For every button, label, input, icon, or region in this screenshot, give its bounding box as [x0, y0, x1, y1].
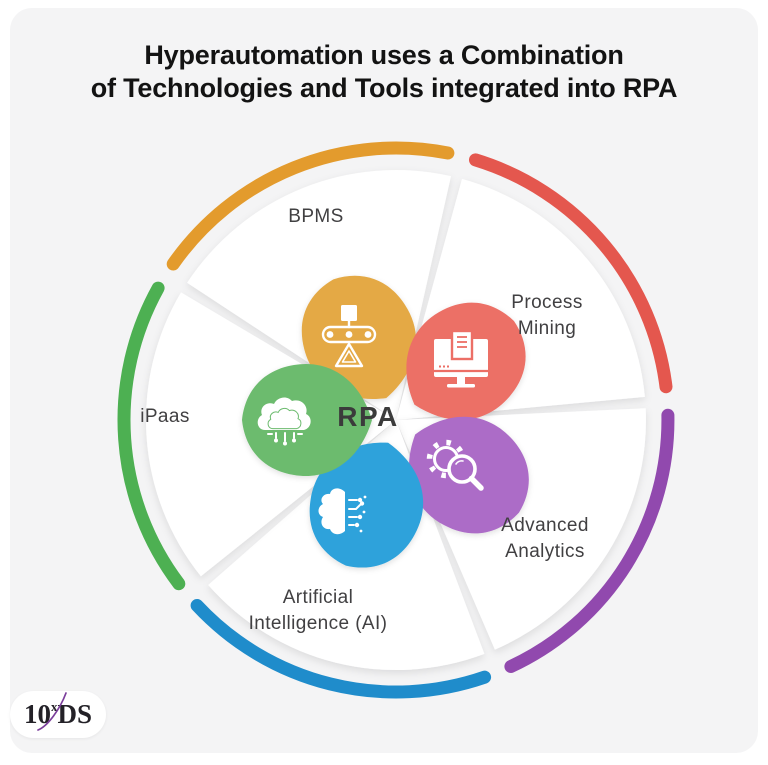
title-line2: of Technologies and Tools integrated int… — [90, 73, 678, 103]
outer-arc-group — [117, 141, 675, 699]
cloud-network-icon — [257, 397, 311, 446]
arc-bpms — [166, 141, 455, 271]
page-title: Hyperautomation uses a Combination of Te… — [0, 39, 768, 105]
arc-ipaas — [117, 281, 186, 591]
center-rpa-label: RPA — [337, 401, 399, 432]
logo-suffix: DS — [57, 699, 92, 729]
workflow-hierarchy-icon — [321, 305, 377, 368]
logo-superscript: x — [50, 699, 58, 714]
title-line1: Hyperautomation uses a Combination — [144, 40, 624, 70]
label-process-mining: Process Mining — [511, 292, 583, 339]
logo-prefix: 10 — [23, 699, 51, 729]
tenxds-logo-text: 10xDS — [23, 699, 92, 729]
arc-advanced-analytics — [504, 408, 675, 673]
label-advanced-analytics: Advanced Analytics — [501, 515, 589, 562]
label-ipaas: iPaas — [140, 406, 190, 427]
arc-artificial-intelligence — [190, 599, 492, 699]
label-artificial-intelligence: Artificial Intelligence (AI) — [248, 587, 388, 634]
tenxds-logo: 10xDS — [10, 691, 106, 738]
label-bpms: BPMS — [288, 206, 344, 227]
gear-magnifier-icon — [426, 439, 484, 491]
monitor-document-icon — [434, 329, 488, 388]
brain-circuit-icon — [318, 488, 367, 535]
arc-process-mining — [469, 153, 673, 394]
